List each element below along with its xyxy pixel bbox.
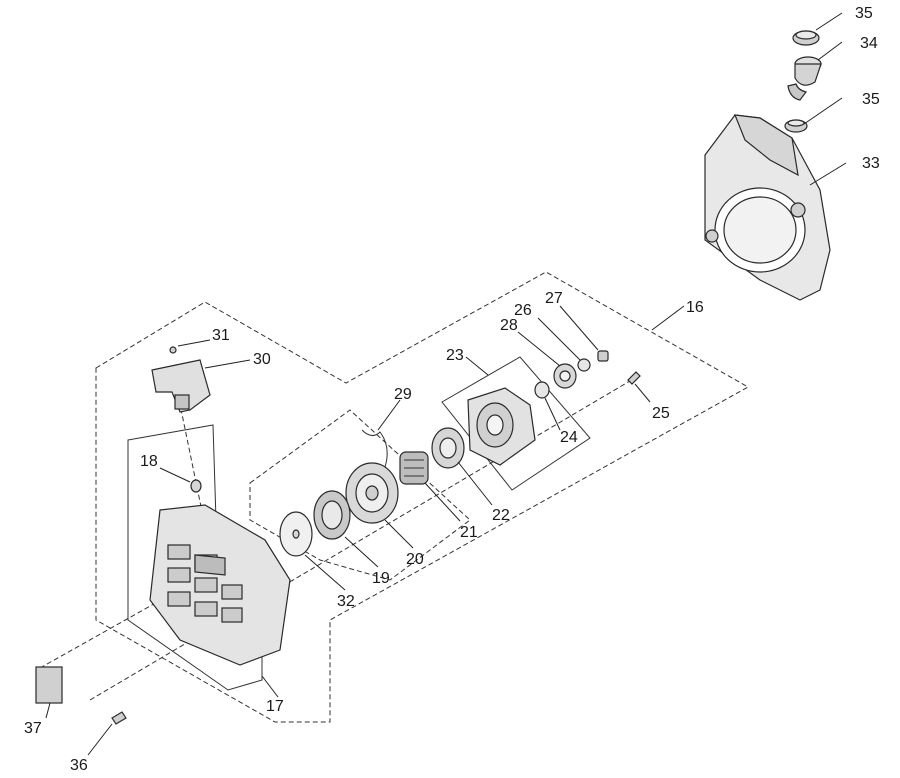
callout-31: 31 <box>212 327 230 344</box>
handle-part-30 <box>151 359 211 413</box>
assembly-outline-16 <box>95 271 750 723</box>
callout-19: 19 <box>372 570 390 587</box>
pulley-part-20 <box>345 462 399 524</box>
callout-27: 27 <box>545 290 563 307</box>
callout-29: 29 <box>394 386 412 403</box>
callout-36: 36 <box>70 757 88 774</box>
callout-35-bottom: 35 <box>862 91 880 108</box>
tube-part-34 <box>787 56 822 101</box>
assembly-outline-pulley <box>249 409 471 581</box>
washer-part-26 <box>577 358 591 372</box>
washer-part-24 <box>534 381 550 399</box>
callout-20: 20 <box>406 551 424 568</box>
leader-lines <box>45 12 847 756</box>
decal-part-37 <box>35 666 63 704</box>
nut-part-27 <box>597 350 609 362</box>
callout-25: 25 <box>652 405 670 422</box>
bushing-part-28 <box>553 363 577 389</box>
ratchet-part-22 <box>431 427 465 469</box>
clamp-part-35-top <box>792 30 820 46</box>
callout-17: 17 <box>266 698 284 715</box>
bolt-part-36 <box>111 711 127 725</box>
screw-part-31 <box>169 346 177 354</box>
guide-part-18 <box>190 479 202 493</box>
callout-23: 23 <box>446 347 464 364</box>
flange-part-23 <box>467 387 536 466</box>
rope-part-29 <box>361 429 388 471</box>
assembly-outline-23 <box>441 356 591 491</box>
callout-22: 22 <box>492 507 510 524</box>
plate-part-32 <box>279 511 313 557</box>
callout-16: 16 <box>686 299 704 316</box>
screw-part-25 <box>627 371 641 385</box>
assembly-axis-line <box>89 374 641 701</box>
decal-axis-line <box>39 559 233 669</box>
callout-28: 28 <box>500 317 518 334</box>
callout-30: 30 <box>253 351 271 368</box>
callout-34: 34 <box>860 35 878 52</box>
callout-24: 24 <box>560 429 578 446</box>
callout-21: 21 <box>460 524 478 541</box>
starter-housing-part-17 <box>149 504 291 666</box>
clamp-part-35-bottom <box>784 119 808 133</box>
spring-part-21 <box>399 451 429 485</box>
spring-case-part-19 <box>313 490 351 540</box>
callout-18: 18 <box>140 453 158 470</box>
callout-37: 37 <box>24 720 42 737</box>
callout-32: 32 <box>337 593 355 610</box>
callout-35-top: 35 <box>855 5 873 22</box>
fan-cover-part-33 <box>704 114 831 301</box>
callout-26: 26 <box>514 302 532 319</box>
callout-33: 33 <box>862 155 880 172</box>
